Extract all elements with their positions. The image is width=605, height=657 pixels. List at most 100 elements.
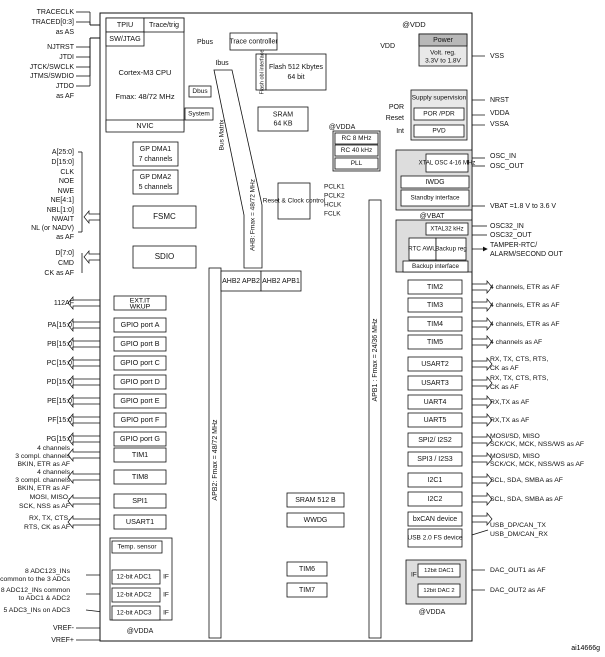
pin-can-rx: USB_DM/CAN_RX	[490, 531, 548, 538]
wkup-label: WKUP	[130, 303, 151, 310]
gp-dma1-box-label: GP DMA1	[140, 146, 171, 153]
por-pdr-box-label: POR /PDR	[423, 111, 455, 118]
uart4-box-label: UART4	[424, 399, 447, 406]
xtal-osc-box	[425, 153, 469, 173]
fsmc-box	[132, 205, 197, 229]
pvd-box	[413, 124, 465, 138]
sram512-box	[286, 492, 345, 508]
volt-reg-label: Volt. reg.	[430, 50, 456, 57]
xtal-osc-box-label: XTAL OSC 4-16 MHz	[419, 161, 476, 167]
flash-box-label: Flash 512 Kbytes	[269, 64, 324, 71]
iwdg-box	[400, 175, 470, 189]
pin-adc2a: 8 ADC12_INs common	[1, 587, 70, 594]
gpio-port-b-box-label: GPIO port B	[120, 339, 159, 348]
flash-obl-label: Flash obl interface	[259, 50, 265, 95]
gp-dma1-box	[132, 141, 179, 167]
pin-tim8-1: 4 channels	[37, 469, 70, 476]
pin-adc1b: common to the 3 ADCs	[0, 576, 70, 583]
standby-box	[400, 189, 470, 207]
pin-tim1-1: 4 channels	[37, 445, 70, 452]
adc3-box-label: 12-bit ADC3	[116, 610, 151, 617]
tim7-box	[286, 582, 328, 598]
adc-vdda-label: @VDDA	[127, 628, 154, 635]
bxcan-box	[407, 511, 463, 527]
pin-pb: PB[15:0]	[47, 341, 74, 348]
figure-id: ai14666g	[571, 645, 600, 652]
apb1-bus-label: APB1 : Fmax = 24/36 MHz	[372, 318, 379, 402]
pin-uart5: RX,TX as AF	[490, 417, 529, 424]
dac2-box-label: 12bit DAC 2	[423, 588, 454, 594]
pin-nbl: NBL[1:0]	[47, 207, 74, 214]
pin-jtck: JTCK/SWCLK	[30, 64, 75, 71]
fsmc-box-label: FSMC	[153, 212, 176, 221]
pin-vssa: VSSA	[490, 121, 509, 128]
i2c2-box	[407, 491, 463, 507]
pll-box	[334, 157, 379, 170]
dac-if-label: IF	[411, 572, 417, 579]
temp-sensor-box-label: Temp. sensor	[117, 544, 157, 551]
backup-reg-box	[435, 237, 467, 261]
ahb2apb1-box	[260, 270, 302, 292]
pin-pd: PD[15:0]	[47, 379, 74, 386]
pin-traced-as: as AS	[56, 29, 75, 36]
ahb2apb2-box-label: AHB2 APB2	[222, 278, 260, 285]
reset-label: Reset	[386, 115, 404, 122]
tim5-box-label: TIM5	[427, 339, 443, 346]
backup-reg-box-label: Backup reg	[435, 246, 467, 253]
gp-dma2-box	[132, 169, 179, 195]
tim1-box-label: TIM1	[132, 450, 148, 459]
trace-trig-box-label: Trace/trig	[149, 20, 179, 29]
pin-d: D[15:0]	[51, 159, 74, 166]
pclk2-label: PCLK2	[324, 193, 345, 200]
rc-vdda-label: @VDDA	[329, 124, 356, 131]
gpio-port-f-box-label: GPIO port F	[121, 415, 160, 424]
supply-supervision-label: Supply supervision	[412, 95, 467, 102]
sram-box	[257, 106, 309, 132]
pin-ck: CK as AF	[44, 270, 74, 277]
pin-adc3: 5 ADC3_INs on ADC3	[4, 607, 71, 614]
standby-box-label: Standby interface	[410, 195, 460, 202]
adc2-box	[111, 587, 161, 603]
i2c1-box	[407, 472, 463, 488]
bxcan-box-label: bxCAN device	[413, 516, 457, 523]
usart1-box-label: USART1	[126, 517, 154, 526]
adc-if-label: IF	[163, 592, 169, 599]
pin-tim3: 4 channels, ETR as AF	[490, 302, 560, 309]
tim7-box-label: TIM7	[299, 587, 315, 594]
pin-usart3-2: CK as AF	[490, 384, 519, 391]
pin-ne: NE[4:1]	[51, 197, 74, 204]
rc40-box-label: RC 40 kHz	[341, 147, 372, 154]
usart2-box	[407, 356, 463, 372]
pin-osc-in: OSC_IN	[490, 153, 516, 160]
i2c2-box-label: I2C2	[428, 496, 443, 503]
pin-tamper-2: ALARM/SECOND OUT	[490, 251, 563, 258]
tim2-box-label: TIM2	[427, 284, 443, 291]
pin-spi1-2: SCK, NSS as AF	[19, 503, 70, 510]
pin-pg: PG[15:0]	[46, 436, 74, 443]
pin-tim5: 4 channels as AF	[490, 339, 542, 346]
ahb2apb1-box-label: AHB2 APB1	[262, 278, 300, 285]
pin-nl-as: as AF	[56, 234, 74, 241]
uart4-box	[407, 394, 463, 410]
pin-vref-plus: VREF+	[51, 637, 74, 644]
pin-can-tx: USB_DP/CAN_TX	[490, 522, 546, 529]
rc40-box	[334, 144, 379, 157]
pin-tim1-3: BKIN, ETR as AF	[18, 461, 71, 468]
gp-dma2-box-label: GP DMA2	[140, 174, 171, 181]
pin-vss: VSS	[490, 53, 504, 60]
pin-pa: PA[15:0]	[48, 322, 74, 329]
wwdg-box-label: WWDG	[304, 517, 328, 524]
pin-jtms: JTMS/SWDIO	[30, 73, 74, 80]
pin-usart1-1: RX, TX, CTS,	[29, 515, 70, 522]
tim5-box	[407, 334, 463, 350]
backup-interface-box-label: Backup interface	[412, 263, 459, 270]
pin-osc32-in: OSC32_IN	[490, 223, 524, 230]
dac1-box	[417, 563, 461, 578]
ahb-bus-label: AHB: Fmax = 48/72 MHz	[250, 179, 257, 251]
tim6-box	[286, 561, 328, 577]
adc3-box	[111, 605, 161, 621]
pin-usart2-2: CK as AF	[490, 365, 519, 372]
sram512-box-label: SRAM 512 B	[295, 497, 336, 504]
pin-noe: NOE	[59, 178, 75, 185]
temp-sensor-box	[111, 540, 163, 554]
